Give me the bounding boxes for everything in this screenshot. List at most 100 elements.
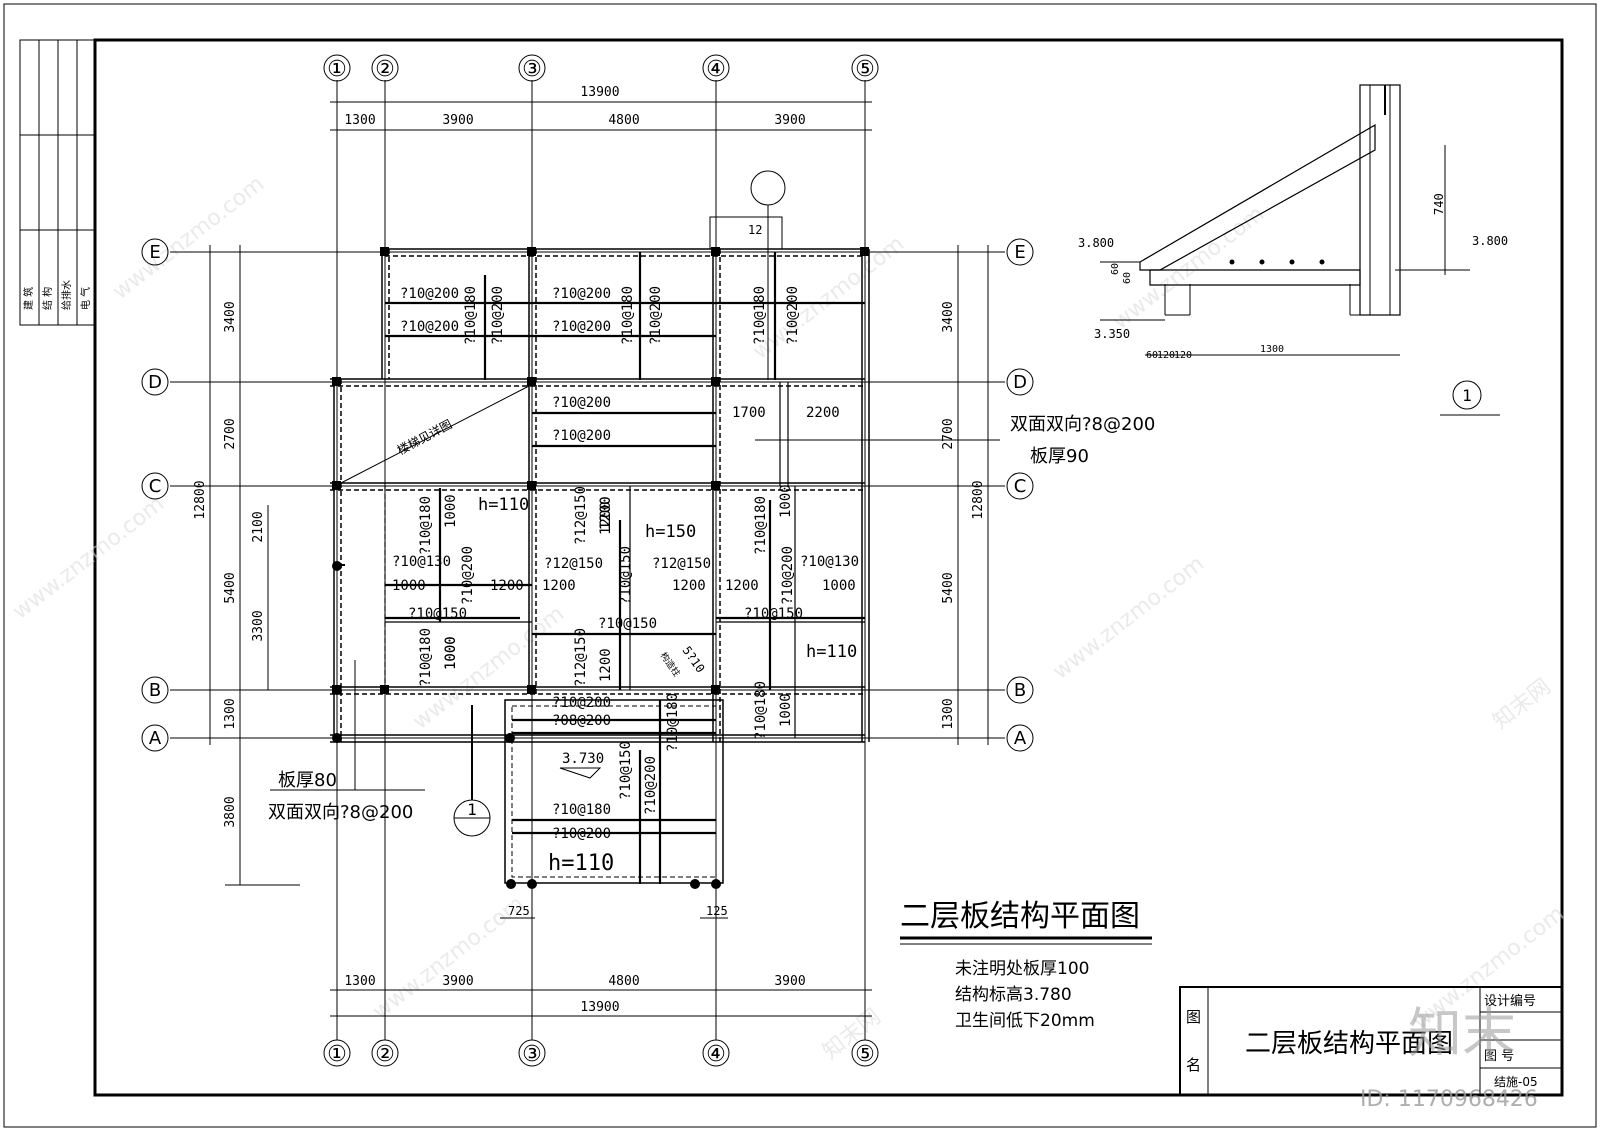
- span-label: 1200: [598, 648, 614, 682]
- axis-bubbles-bottom: ① ② ③ ④ ⑤: [323, 1039, 879, 1067]
- strip-label: 电 气: [79, 287, 92, 310]
- title-block-name: 二层板结构平面图: [1245, 1029, 1453, 1059]
- dim-y: 3400: [941, 301, 956, 332]
- axis-label: E: [149, 242, 160, 263]
- span-label: 1200: [725, 578, 759, 594]
- dims-left: 12800 3400 2700 5400 1300 2100 3300 3800: [193, 245, 300, 886]
- rebar-label: ?10@200: [460, 546, 476, 605]
- rebar-label: ?10@150: [598, 616, 657, 632]
- strip-label: 给排水: [60, 280, 73, 310]
- rebar-label: ?10@200: [643, 756, 659, 815]
- slab-note-left: 双面双向?8@200: [268, 802, 413, 823]
- axis-label: ④: [706, 1042, 726, 1067]
- span-label: 1200: [490, 578, 524, 594]
- title-block-sheet-label: 图 号: [1484, 1049, 1514, 1064]
- axis-label: A: [1014, 728, 1027, 749]
- elevation-mark: 3.730: [562, 751, 604, 767]
- rebar-label: ?10@200: [552, 695, 611, 711]
- rebar-label: ?10@150: [744, 606, 803, 622]
- dim-x: 4800: [608, 113, 639, 128]
- axis-bubbles-right: E D C B A: [1006, 238, 1034, 752]
- dim-x: 3900: [774, 113, 805, 128]
- rebar-label: ?10@200: [552, 395, 611, 411]
- axis-label: E: [1014, 242, 1025, 263]
- dim-total-y: 12800: [193, 480, 208, 519]
- span-label: 1000: [392, 578, 426, 594]
- span-label: 1000: [443, 636, 459, 670]
- dim-y: 3400: [223, 301, 238, 332]
- rebar-label: ?10@200: [780, 546, 796, 605]
- dims-bottom: 1300 3900 4800 3900 13900: [330, 974, 872, 1017]
- section-bottom-dim: 120: [1174, 350, 1192, 361]
- corner-mark: 12: [748, 223, 762, 237]
- dims-right: 3400 2700 5400 1300 12800: [941, 245, 989, 745]
- rebar-labels: ?10@200 ?10@200 ?10@180 ?10@200 ?10@200 …: [392, 286, 859, 842]
- dims-top: 13900 1300 3900 4800 3900: [330, 85, 872, 131]
- axis-label: ③: [522, 57, 542, 82]
- section-small-dim: 60: [1110, 263, 1121, 275]
- rebar-label: ?10@200: [490, 286, 506, 345]
- brand-watermark: 知末 ID: 1170968426: [1360, 1002, 1538, 1112]
- bottom-dim: 725: [508, 904, 530, 918]
- section-detail: [1100, 84, 1470, 356]
- axis-label: ③: [522, 1042, 542, 1067]
- dim-x: 3900: [774, 974, 805, 989]
- title-block: 图 名 二层板结构平面图 设计编号 图 号 结施-05: [1179, 986, 1563, 1096]
- span-label: 1200: [598, 501, 614, 535]
- dim-y: 3300: [251, 610, 266, 641]
- title-block-sheet-no: 结施-05: [1494, 1075, 1538, 1089]
- span-label: 1200: [598, 496, 614, 530]
- span-labels: 1200 1200 1000 1200 1200 1200 1200 1000 …: [392, 484, 856, 727]
- dim-total-x: 13900: [580, 1000, 619, 1015]
- rebar-label: ?10@200: [400, 286, 459, 302]
- rebar-label: ?10@130: [392, 554, 451, 570]
- section-elev: 3.350: [1094, 327, 1130, 341]
- axis-label: ②: [375, 57, 395, 82]
- slab-thick-left: 板厚80: [278, 770, 337, 791]
- rebar-label: ?12@150: [652, 556, 711, 572]
- note-line: 卫生间低下20mm: [955, 1011, 1095, 1031]
- section-detail-labels: 3.800 3.350 3.800 740 60 60 60 120 120 1…: [1078, 193, 1508, 416]
- axis-label: ④: [706, 57, 726, 82]
- span-label: 1000: [778, 484, 794, 518]
- brand-logo: 知末: [1408, 1002, 1516, 1065]
- span-label: 1000: [778, 693, 794, 727]
- slab-note-right: 双面双向?8@200: [1010, 414, 1155, 435]
- dim-y: 1300: [941, 698, 956, 729]
- axis-label: B: [149, 680, 161, 701]
- dim-total-x: 13900: [580, 85, 619, 100]
- rebar-label: ?12@150: [544, 556, 603, 572]
- slab-h: h=150: [645, 522, 696, 542]
- signature-strip: 建 筑 结 构 给排水 电 气: [19, 39, 96, 326]
- section-small-dim: 60: [1122, 272, 1133, 284]
- rebar-label: ?10@200: [552, 319, 611, 335]
- span-label: 1200: [598, 496, 614, 530]
- axis-label: D: [1013, 372, 1027, 393]
- axis-label: C: [1014, 476, 1027, 497]
- rebar-label: ?10@150: [618, 546, 634, 605]
- dim-x: 3900: [442, 113, 473, 128]
- section-bottom-dim: 120: [1157, 350, 1175, 361]
- span-label: 1200: [672, 578, 706, 594]
- axis-label: ①: [327, 1042, 347, 1067]
- axis-bubbles-top: ① ② ③ ④ ⑤: [323, 54, 879, 82]
- dim-y: 2700: [223, 418, 238, 449]
- rebar-label: ?08@200: [552, 713, 611, 729]
- rebar-label: ?10@200: [552, 286, 611, 302]
- axis-label: ②: [375, 1042, 395, 1067]
- rebar-label: ?10@130: [800, 554, 859, 570]
- room-dim: 1700: [732, 405, 766, 421]
- top-detail-callout: 12: [709, 170, 786, 380]
- note-line: 未注明处板厚100: [955, 959, 1089, 979]
- columns: [332, 247, 869, 889]
- span-label: 1000: [443, 494, 459, 528]
- rebar-label: ?10@200: [400, 319, 459, 335]
- drawing-title: 二层板结构平面图: [900, 899, 1140, 934]
- axis-label: ⑤: [855, 57, 875, 82]
- span-label: 1200: [542, 578, 576, 594]
- dim-x: 1300: [344, 974, 375, 989]
- dim-y: 2100: [251, 511, 266, 542]
- rebar-lines: [385, 252, 865, 884]
- span-label: 1000: [822, 578, 856, 594]
